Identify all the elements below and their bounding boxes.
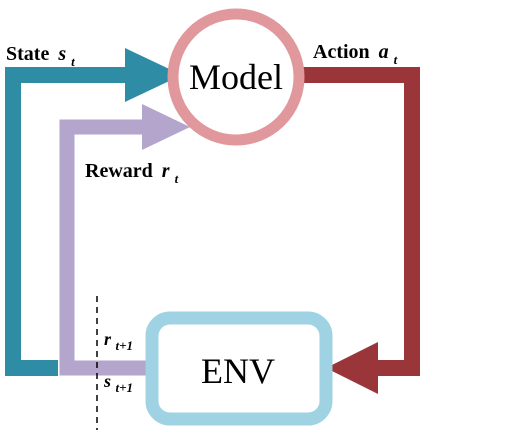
env-label: ENV xyxy=(201,351,275,391)
action-arrow-line xyxy=(295,67,420,376)
next-reward-symbol: r xyxy=(104,329,112,349)
reward-label: Reward r t xyxy=(85,160,179,186)
action-label: Action a t xyxy=(313,41,398,67)
action-arrow-head xyxy=(326,342,378,394)
state-loop xyxy=(5,48,182,376)
action-label-subscript: t xyxy=(394,52,398,67)
action-label-word: Action xyxy=(313,41,370,63)
reward-label-symbol: r xyxy=(162,160,170,182)
state-label-subscript: t xyxy=(71,54,75,69)
state-label: State s t xyxy=(6,43,75,69)
reward-arrow-line xyxy=(59,119,150,376)
next-state-subscript: t+1 xyxy=(116,380,134,395)
action-loop xyxy=(295,67,420,394)
next-state-symbol: s xyxy=(103,371,111,391)
next-reward-label: r t+1 xyxy=(104,329,133,353)
state-arrow-line xyxy=(5,67,130,376)
env-node: ENV xyxy=(145,311,333,426)
reward-label-subscript: t xyxy=(175,171,179,186)
reward-arrow-head xyxy=(142,104,190,150)
next-reward-subscript: t+1 xyxy=(116,338,134,353)
next-state-label: s t+1 xyxy=(103,371,133,395)
state-label-word: State xyxy=(6,43,49,65)
action-label-symbol: a xyxy=(379,41,389,63)
reward-loop xyxy=(59,104,190,376)
reward-label-word: Reward xyxy=(85,160,153,182)
model-label: Model xyxy=(189,57,283,97)
model-node: Model xyxy=(167,8,305,146)
state-label-symbol: s xyxy=(57,43,66,65)
state-arrow-head xyxy=(125,48,182,102)
